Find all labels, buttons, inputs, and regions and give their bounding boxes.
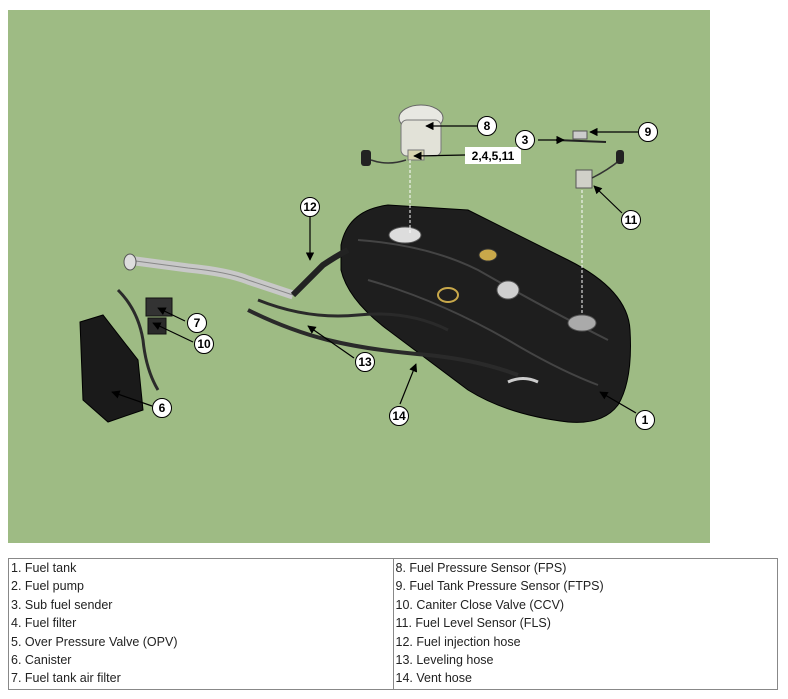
callout-12: 12 xyxy=(300,197,320,217)
callout-8: 8 xyxy=(477,116,497,136)
svg-text:8: 8 xyxy=(484,119,491,133)
callout-9: 9 xyxy=(638,122,658,142)
callout-11: 11 xyxy=(621,210,641,230)
svg-text:12: 12 xyxy=(303,200,317,214)
legend-item: 10. Caniter Close Valve (CCV) xyxy=(395,597,565,612)
svg-text:3: 3 xyxy=(522,133,529,147)
callout-3: 3 xyxy=(515,130,535,150)
svg-text:9: 9 xyxy=(645,125,652,139)
callout-13: 13 xyxy=(355,352,375,372)
svg-text:6: 6 xyxy=(159,401,166,415)
callout-6: 6 xyxy=(152,398,172,418)
svg-text:13: 13 xyxy=(358,355,372,369)
callout-10: 10 xyxy=(194,334,214,354)
svg-text:10: 10 xyxy=(197,337,211,351)
callout-1: 1 xyxy=(635,410,655,430)
leader-lines xyxy=(111,121,638,414)
legend-item: 1. Fuel tank xyxy=(11,561,77,575)
svg-text:7: 7 xyxy=(194,316,201,330)
legend-item: 5. Over Pressure Valve (OPV) xyxy=(11,634,178,649)
svg-text:1: 1 xyxy=(642,413,649,427)
legend-item: 7. Fuel tank air filter xyxy=(11,671,121,686)
legend-item: 6. Canister xyxy=(11,652,72,667)
legend-item: 14. Vent hose xyxy=(395,671,472,686)
svg-text:14: 14 xyxy=(392,409,406,423)
legend-item: 13. Leveling hose xyxy=(395,652,494,667)
legend-column-left: 1. Fuel tank 2. Fuel pump 3. Sub fuel se… xyxy=(9,559,393,689)
fuel-tank xyxy=(340,204,631,423)
legend-item: 9. Fuel Tank Pressure Sensor (FTPS) xyxy=(395,579,604,594)
fuel-system-diagram: 8 2,4,5,11 3 9 11 12 1 7 10 6 13 14 xyxy=(8,10,710,543)
legend-item: 12. Fuel injection hose xyxy=(395,634,521,649)
filler-neck-and-hoses xyxy=(116,247,519,391)
svg-text:11: 11 xyxy=(625,213,638,227)
legend-item: 8. Fuel Pressure Sensor (FPS) xyxy=(395,561,567,575)
legend-item: 11. Fuel Level Sensor (FLS) xyxy=(395,616,551,631)
legend-item: 4. Fuel filter xyxy=(11,616,77,631)
legend-item: 3. Sub fuel sender xyxy=(11,597,113,612)
callout-14: 14 xyxy=(389,406,409,426)
callout-7: 7 xyxy=(187,313,207,333)
parts-legend-table: 1. Fuel tank 2. Fuel pump 3. Sub fuel se… xyxy=(8,558,778,690)
callout-2-4-5-11: 2,4,5,11 xyxy=(465,147,521,164)
legend-column-right: 8. Fuel Pressure Sensor (FPS) 9. Fuel Ta… xyxy=(392,559,778,689)
legend-item: 2. Fuel pump xyxy=(11,579,84,594)
svg-text:2,4,5,11: 2,4,5,11 xyxy=(472,149,515,163)
